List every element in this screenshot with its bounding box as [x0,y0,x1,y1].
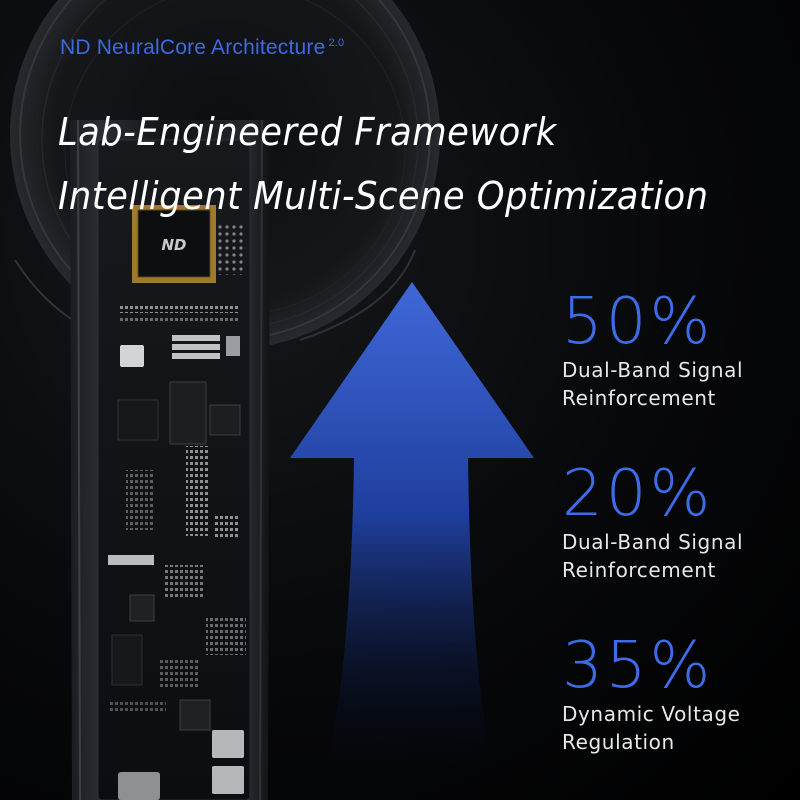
stat-label-line-1: Dual-Band Signal [562,530,744,554]
headline-line-1: Lab-Engineered Framework [58,110,557,154]
upward-arrow-icon [290,282,534,800]
headline-line-2: Intelligent Multi-Scene Optimization [58,174,709,218]
stat-label-line-1: Dual-Band Signal [562,358,744,382]
stat-value: 50% [562,285,714,359]
brand-name: ND NeuralCore Architecture [60,36,326,59]
stat-label-line-2: Reinforcement [562,386,717,410]
stat-block-signal-1: 50% Dual-Band Signal Reinforcement [562,290,743,412]
stat-label-line-1: Dynamic Voltage [562,702,741,726]
version-superscript: 2.0 [328,37,345,49]
stat-value: 35% [562,629,714,703]
stat-block-voltage: 35% Dynamic Voltage Regulation [562,634,741,756]
chip-logo-text: ND [161,236,186,254]
stat-label-line-2: Reinforcement [562,558,717,582]
stat-value: 20% [562,457,714,531]
stat-block-signal-2: 20% Dual-Band Signal Reinforcement [562,462,743,584]
stat-label-line-2: Regulation [562,730,675,754]
processor-chip-icon: ND [132,205,216,283]
circuit-components [108,225,246,800]
